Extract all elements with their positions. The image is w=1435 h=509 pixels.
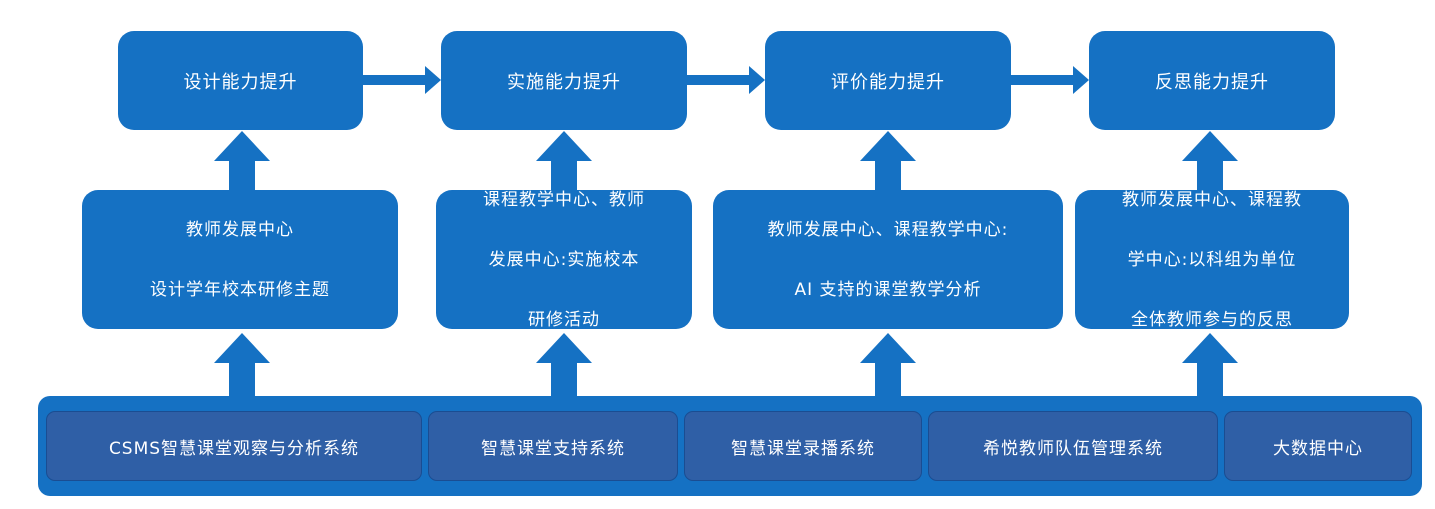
up-arrow-icon: [860, 131, 916, 190]
middle-box-4: 教师发展中心、课程教 学中心:以科组为单位 全体教师参与的反思: [1075, 190, 1349, 330]
middle-box-2: 课程教学中心、教师 发展中心:实施校本 研修活动: [436, 190, 692, 330]
system-box-csms: CSMS智慧课堂观察与分析系统: [46, 411, 422, 481]
system-box-recording: 智慧课堂录播系统: [684, 411, 922, 481]
right-arrow-icon: [687, 66, 765, 94]
system-label: 希悦教师队伍管理系统: [983, 438, 1163, 459]
system-label: 大数据中心: [1273, 438, 1363, 459]
middle-box-3: 教师发展中心、课程教学中心: AI 支持的课堂教学分析: [713, 190, 1063, 329]
middle-line: 教师发展中心、课程教: [1122, 189, 1302, 210]
capability-label: 反思能力提升: [1155, 71, 1269, 93]
up-arrow-icon: [1182, 333, 1238, 396]
middle-line: 教师发展中心: [186, 219, 294, 240]
system-box-teacher-management: 希悦教师队伍管理系统: [928, 411, 1218, 481]
middle-line: 课程教学中心、教师: [483, 189, 645, 210]
capability-box-implementation: 实施能力提升: [441, 31, 687, 130]
right-arrow-icon: [363, 66, 441, 94]
up-arrow-icon: [536, 131, 592, 190]
capability-label: 设计能力提升: [183, 71, 298, 93]
system-box-support: 智慧课堂支持系统: [428, 411, 678, 481]
middle-box-1: 教师发展中心 设计学年校本研修主题: [82, 190, 398, 329]
capability-box-evaluation: 评价能力提升: [765, 31, 1011, 130]
system-box-big-data: 大数据中心: [1224, 411, 1412, 481]
middle-line: 设计学年校本研修主题: [150, 279, 330, 300]
middle-line: 研修活动: [528, 309, 600, 330]
middle-line: 发展中心:实施校本: [488, 249, 640, 270]
up-arrow-icon: [214, 131, 270, 190]
capability-label: 评价能力提升: [831, 71, 945, 93]
middle-line: 教师发展中心、课程教学中心:: [767, 219, 1009, 240]
middle-line: 全体教师参与的反思: [1131, 309, 1293, 330]
system-label: CSMS智慧课堂观察与分析系统: [108, 438, 360, 459]
up-arrow-icon: [536, 333, 592, 396]
system-label: 智慧课堂录播系统: [731, 438, 875, 459]
up-arrow-icon: [860, 333, 916, 396]
up-arrow-icon: [214, 333, 270, 396]
middle-line: AI 支持的课堂教学分析: [794, 279, 982, 300]
systems-platform: CSMS智慧课堂观察与分析系统 智慧课堂支持系统 智慧课堂录播系统 希悦教师队伍…: [38, 396, 1422, 496]
capability-box-reflection: 反思能力提升: [1089, 31, 1335, 130]
capability-label: 实施能力提升: [507, 71, 621, 93]
right-arrow-icon: [1011, 66, 1089, 94]
up-arrow-icon: [1182, 131, 1238, 190]
system-label: 智慧课堂支持系统: [481, 438, 625, 459]
capability-box-design: 设计能力提升: [118, 31, 363, 130]
middle-line: 学中心:以科组为单位: [1127, 249, 1297, 270]
